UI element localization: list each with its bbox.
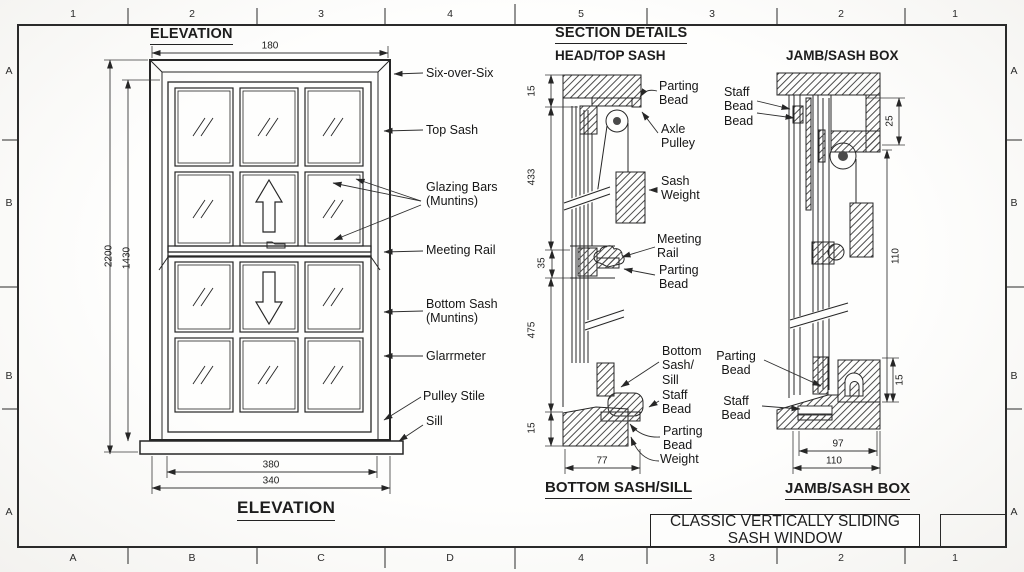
section-details-title: SECTION DETAILS [555,25,688,44]
grid-ref-top-5: 5 [578,8,584,20]
grid-ref-top-3: 3 [318,8,324,20]
dim-height-outer: 2200 [103,244,115,268]
label-glazing-bars: Glazing Bars (Muntins) [426,180,498,209]
label-six-over-six: Six-over-Six [426,66,494,80]
label-parting-bead-bottom: Parting Bead [663,424,703,453]
grid-ref-bottom-1: A [69,552,77,564]
grid-ref-left-2: B [5,197,13,209]
grid-ref-bottom-2: B [188,552,196,564]
label-weight: Weight [660,452,699,466]
grid-ref-left-1: A [5,65,13,77]
dim-width-outer: 340 [262,475,280,487]
elevation-title-bottom: ELEVATION [237,498,336,521]
label-staff-bead-mid: Staff Bead [662,388,692,417]
title-block: CLASSIC VERTICALLY SLIDING SASH WINDOW [650,513,920,547]
grid-ref-top-8: 1 [952,8,958,20]
head-detail-title: HEAD/TOP SASH [555,48,666,63]
grid-ref-bottom-7: 2 [838,552,844,564]
dim-width-inner: 380 [262,459,280,471]
grid-ref-bottom-5: 4 [578,552,584,564]
dim-pocket: 25 [884,115,896,127]
dim-jamb-sill: 15 [894,374,906,386]
grid-ref-bottom-3: C [317,552,325,564]
jamb-section-leaders [756,100,822,412]
dim-upper-sash: 433 [526,168,538,186]
dim-jamb-inner: 97 [832,438,844,450]
label-bottom-sash: Bottom Sash (Muntins) [426,297,498,326]
title-block-line2: SASH WINDOW [727,529,843,547]
label-sash-weight: Sash Weight [661,174,700,203]
dim-sill-width: 77 [596,455,608,467]
jamb-section-dimensions [792,97,905,474]
grid-ref-bottom-4: D [446,552,454,564]
dim-lower-sash: 475 [526,321,538,339]
dim-head: 15 [526,85,538,97]
jamb-section-detail [776,72,881,430]
grid-ref-top-6: 3 [709,8,715,20]
label-glarrmeter: Glarrmeter [426,349,486,363]
title-block-line1: CLASSIC VERTICALLY SLIDING [669,513,900,531]
elevation-leaders [332,70,424,442]
grid-ref-right-1: A [1010,65,1018,77]
label-axle-pulley: Axle Pulley [661,122,696,151]
label-meeting-rail-sec: Meeting Rail [657,232,702,261]
grid-ref-right-4: A [1010,506,1018,518]
label-parting-bead-mid: Parting Bead [659,263,699,292]
dim-width-top: 180 [261,40,279,52]
label-top-sash: Top Sash [426,123,479,137]
elevation-title-top: ELEVATION [150,26,233,45]
head-section-dimensions [545,74,641,474]
elevation-window [139,59,404,455]
grid-ref-left-3: B [5,370,13,382]
label-meeting-rail: Meeting Rail [426,243,496,257]
grid-ref-bottom-6: 3 [709,552,715,564]
grid-ref-top-1: 1 [70,8,76,20]
grid-ref-top-7: 2 [838,8,844,20]
grid-ref-left-4: A [5,506,13,518]
grid-ref-top-2: 2 [189,8,195,20]
head-section-detail [562,74,646,447]
grid-ref-top-4: 4 [447,8,453,20]
label-sill: Sill [426,414,443,428]
jamb-detail-title: JAMB/SASH BOX [786,48,899,63]
dim-box-height: 110 [890,248,902,264]
dim-sill: 15 [526,422,538,434]
grid-ref-right-3: B [1010,370,1018,382]
head-detail-footer-title: BOTTOM SASH/SILL [545,479,693,499]
grid-ref-bottom-8: 1 [952,552,958,564]
elevation-dimensions [104,46,391,494]
title-block-side-compartment [940,514,1006,547]
label-staff-bead-jamb: Staff Bead [721,394,751,423]
label-bottom-sash-sill: Bottom Sash/ Sill [662,344,702,387]
label-pulley-stile: Pulley Stile [423,389,485,403]
jamb-detail-footer-title: JAMB/SASH BOX [785,480,911,500]
label-parting-bead-top: Parting Bead [659,79,699,108]
grid-ref-right-2: B [1010,197,1018,209]
sheet-frame [0,4,1024,569]
label-parting-bead-jamb: Parting Bead [716,349,756,378]
dim-meeting-rail: 35 [536,257,548,269]
head-section-leaders [620,88,661,462]
dim-jamb-outer: 110 [826,455,842,467]
label-staff-bead-bead: Staff Bead Bead [724,85,754,128]
dim-height-inner: 1430 [121,246,133,270]
